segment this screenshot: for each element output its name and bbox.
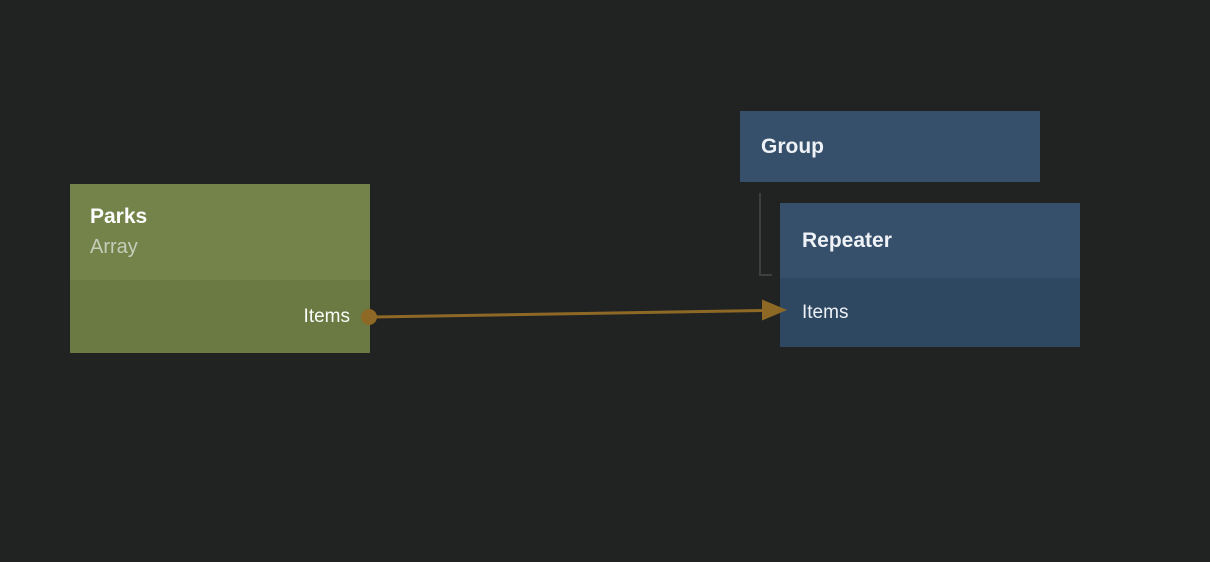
group-repeater-hierarchy-line	[759, 193, 772, 276]
node-parks-subtitle: Array	[90, 236, 138, 258]
connection-wire[interactable]	[370, 309, 764, 319]
parks-items-output-port[interactable]: Items	[303, 305, 350, 327]
node-group[interactable]: Group	[740, 111, 1040, 182]
node-parks-ports-row: Items	[70, 280, 370, 353]
node-repeater[interactable]: Repeater Items	[780, 203, 1080, 347]
repeater-items-input-port[interactable]: Items	[802, 301, 849, 323]
node-parks-title: Parks	[90, 205, 148, 228]
node-repeater-header[interactable]: Repeater	[780, 203, 1080, 278]
node-parks-header[interactable]: Parks Array	[70, 184, 370, 280]
node-repeater-ports-row: Items	[780, 278, 1080, 347]
node-group-title: Group	[761, 134, 824, 158]
node-parks[interactable]: Parks Array Items	[70, 184, 370, 353]
node-repeater-title: Repeater	[802, 228, 892, 252]
